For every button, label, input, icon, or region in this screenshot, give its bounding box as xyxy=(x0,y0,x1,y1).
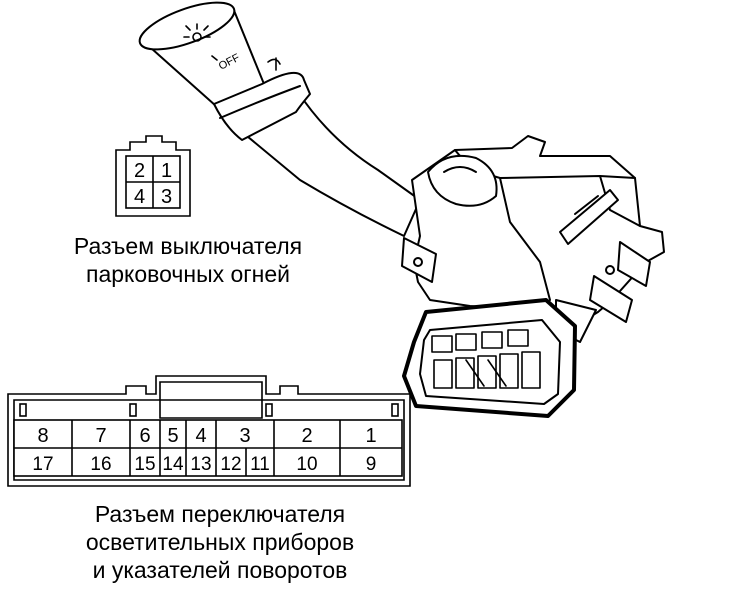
main-pin-15: 15 xyxy=(134,454,155,475)
switch-rotary-ring xyxy=(213,72,311,141)
parking-pin-1: 1 xyxy=(161,160,172,182)
main-pin-5: 5 xyxy=(167,425,178,447)
parking-connector-caption: Разъем выключателя парковочных огней xyxy=(28,232,348,288)
main-pin-4: 4 xyxy=(195,425,206,447)
main-pin-14: 14 xyxy=(162,454,184,475)
main-pin-1: 1 xyxy=(365,425,376,447)
main-pin-8: 8 xyxy=(37,425,48,447)
main-connector-diagram xyxy=(7,375,411,487)
combination-switch-illustration: OFF xyxy=(138,1,665,418)
parking-caption-line-1: Разъем выключателя xyxy=(73,233,303,259)
main-caption-line-3: и указателей поворотов xyxy=(92,557,348,583)
main-pin-9: 9 xyxy=(366,454,377,475)
main-caption-line-2: осветительных приборов xyxy=(85,529,355,555)
main-pin-12: 12 xyxy=(220,454,241,475)
main-pin-10: 10 xyxy=(296,454,317,475)
parking-connector-diagram: 2 1 4 3 xyxy=(115,135,191,217)
main-pin-17: 17 xyxy=(32,454,53,475)
parking-caption-line-2: парковочных огней xyxy=(85,261,291,287)
main-pin-2: 2 xyxy=(301,425,312,447)
main-pin-13: 13 xyxy=(190,454,211,475)
main-connector-pin-labels: 8 7 6 5 4 3 2 1 17 16 15 14 13 12 11 10 … xyxy=(32,425,376,475)
parking-light-symbol-icon xyxy=(267,57,281,71)
main-caption-line-1: Разъем переключателя xyxy=(94,501,346,527)
main-pin-11: 11 xyxy=(250,454,270,475)
parking-pin-2: 2 xyxy=(134,160,145,182)
main-pin-16: 16 xyxy=(90,454,111,475)
parking-pin-4: 4 xyxy=(134,186,145,208)
headlight-symbol-icon xyxy=(183,23,211,42)
main-pin-7: 7 xyxy=(95,425,106,447)
main-pin-6: 6 xyxy=(139,425,150,447)
main-connector-caption: Разъем переключателя осветительных прибо… xyxy=(40,500,400,584)
parking-pin-3: 3 xyxy=(161,186,172,208)
connector-cavities xyxy=(431,329,541,389)
main-pin-3: 3 xyxy=(239,425,250,447)
